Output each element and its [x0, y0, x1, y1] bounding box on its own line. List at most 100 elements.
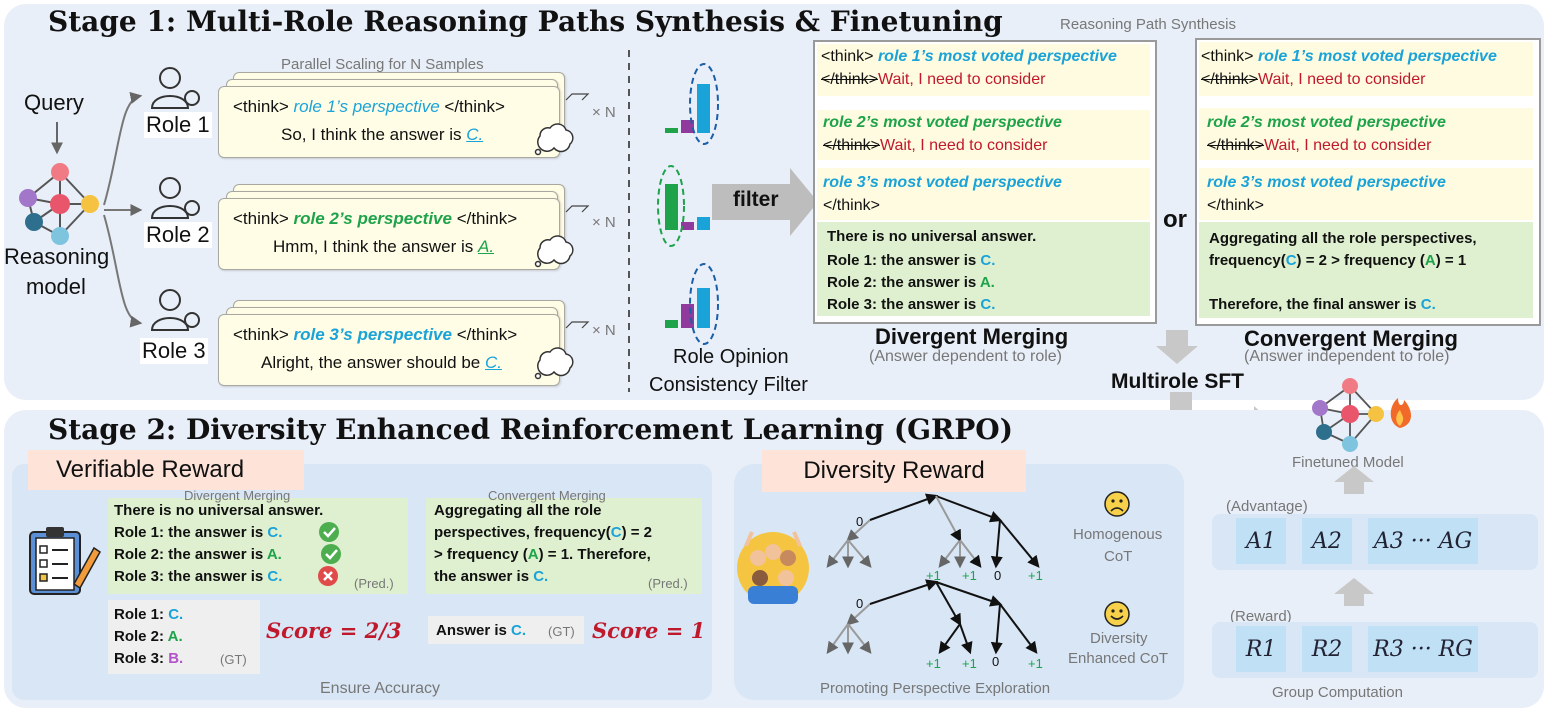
- div-merge-label: Divergent Merging: [184, 488, 291, 503]
- div-line1: There is no universal answer.: [827, 228, 1037, 245]
- bar3-green: [665, 320, 678, 328]
- consistency-label-1: Role Opinion: [673, 346, 789, 368]
- gt-answer-box: [428, 616, 584, 644]
- tree2-plus-a: +1: [926, 656, 941, 671]
- bar1-cyan: [697, 84, 710, 133]
- role3-label: Role 3: [140, 338, 208, 364]
- gt-role1: Role 1: C.: [114, 604, 183, 626]
- gt-r3p: Role 3:: [114, 650, 165, 667]
- div-pred-r1a: C.: [267, 524, 283, 541]
- div-role1: Role 1: the answer is: [827, 252, 977, 269]
- think-open: <think>: [233, 209, 289, 228]
- role2-perspective: role 2’s perspective: [293, 209, 452, 228]
- consistency-label-2: Consistency Filter: [649, 374, 808, 396]
- think-open: <think>: [233, 325, 289, 344]
- reward-cell-3: R3 ··· RG: [1368, 626, 1478, 672]
- role2-card: <think> role 2’s perspective </think> Hm…: [218, 198, 560, 270]
- advantage-cell-2: A2: [1302, 518, 1352, 564]
- conv-pred-l1: Aggregating all the role: [434, 502, 602, 519]
- verifiable-reward-title: Verifiable Reward: [28, 450, 304, 490]
- div-pred-tag: (Pred.): [354, 576, 394, 591]
- conv-pred-l2: perspectives, frequency(C) = 2: [434, 522, 652, 544]
- role2-answer-prefix: Hmm, I think the answer is: [273, 237, 474, 256]
- tree2-plus-b: +1: [962, 656, 977, 671]
- role2-label: Role 2: [144, 222, 212, 248]
- div-pred-r3a: C.: [267, 568, 283, 585]
- role1-card: <think> role 1’s perspective </think> So…: [218, 86, 560, 158]
- think-close: </think>: [456, 209, 518, 228]
- strike-close: </think>: [823, 137, 880, 154]
- cross-icon: [318, 566, 338, 586]
- think-close: </think>: [1207, 197, 1264, 214]
- check-icon: [319, 522, 339, 542]
- role1-perspective: role 1’s perspective: [293, 97, 440, 116]
- advantage-label: (Advantage): [1226, 498, 1308, 515]
- gt-r3a: B.: [168, 650, 184, 667]
- bar2-green: [665, 184, 678, 230]
- gt-role2: Role 2: A.: [114, 626, 183, 648]
- think-close: </think>: [823, 197, 880, 214]
- finetuned-model-label: Finetuned Model: [1292, 454, 1404, 471]
- role3-answer-prefix: Alright, the answer should be: [261, 353, 481, 372]
- divergent-subtitle: (Answer dependent to role): [869, 348, 1062, 365]
- bar3-cyan: [697, 288, 710, 328]
- or-label: or: [1163, 206, 1187, 233]
- gt-answer-val: C.: [511, 622, 527, 639]
- tree2-zero-leaf: 0: [992, 654, 1000, 669]
- reward-cell-2: R2: [1302, 626, 1352, 672]
- div-think2: role 2’s most voted perspective </think>…: [817, 110, 1150, 160]
- gt-tag-1: (GT): [220, 652, 247, 667]
- conv-pred-a: A: [527, 546, 539, 563]
- reasoning-model-icon: [19, 163, 99, 245]
- finetuned-model-icon: [1312, 378, 1411, 452]
- bar2-cyan: [697, 217, 710, 230]
- conv-pred-l3: > frequency (A) = 1. Therefore,: [434, 544, 651, 566]
- filter-arrow: [712, 168, 818, 236]
- multirole-sft-label: Multirole SFT: [1111, 370, 1244, 393]
- times-n-3: × N: [592, 322, 616, 339]
- conv-pred-l4: the answer is C.: [434, 566, 548, 588]
- conv-therefore: Therefore, the final answer is: [1209, 296, 1417, 313]
- conv-pred-box: [426, 498, 702, 594]
- advantage-cell-3: A3 ··· AG: [1368, 518, 1478, 564]
- wait-text: Wait, I need to consider: [1263, 137, 1432, 154]
- bar2-purple: [681, 222, 694, 230]
- conv-pred-c: C: [610, 524, 622, 541]
- query-label: Query: [24, 90, 84, 115]
- conv-final-c: C.: [1420, 296, 1436, 313]
- role3-card: <think> role 3’s perspective </think> Al…: [218, 314, 560, 386]
- div-pred-r2a: A.: [266, 546, 282, 563]
- r1-voted: role 1’s most voted perspective: [877, 48, 1117, 65]
- think-open: <think>: [233, 97, 289, 116]
- clipboard-icon: [29, 527, 101, 595]
- role1-answer-prefix: So, I think the answer is: [281, 125, 462, 144]
- conv-c: C: [1285, 252, 1297, 269]
- tree1-zero-leaf: 0: [994, 568, 1002, 583]
- r1-voted: role 1’s most voted perspective: [1257, 48, 1497, 65]
- filter-label: filter: [733, 188, 779, 211]
- ensure-accuracy: Ensure Accuracy: [320, 680, 441, 697]
- conv-answer: Aggregating all the role perspectives, f…: [1199, 222, 1533, 318]
- smile-face-icon: [1104, 601, 1130, 627]
- conv-freq-a: frequency(: [1209, 252, 1286, 269]
- strike-close: </think>: [1201, 71, 1258, 88]
- role1-label: Role 1: [144, 112, 212, 138]
- sad-face-icon: [1104, 491, 1130, 517]
- div-pred-role2: Role 2: the answer is A.: [114, 544, 282, 566]
- strike-close: </think>: [1207, 137, 1264, 154]
- role3-answer: C.: [484, 353, 502, 372]
- conv-pred-l3a: > frequency (: [434, 546, 528, 563]
- div-role1-ans: C.: [980, 252, 996, 269]
- tree1-plus-a: +1: [926, 568, 941, 583]
- reward-label: (Reward): [1230, 608, 1292, 625]
- conv-merge-label: Convergent Merging: [488, 488, 606, 503]
- div-role2: Role 2: the answer is: [827, 274, 977, 291]
- gt-tag-2: (GT): [548, 624, 575, 639]
- group-computation-label: Group Computation: [1272, 684, 1403, 701]
- conv-pred-l4b: C.: [533, 568, 549, 585]
